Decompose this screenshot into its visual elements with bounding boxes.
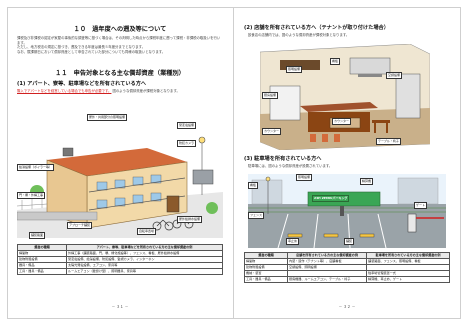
- parking-section-title: (3) 駐車場を所有されている方へ: [244, 156, 322, 162]
- parking-callout-fence: フェンス: [248, 212, 264, 219]
- apartment-note-red: 購入でアパートなどを経営している場合でも申告が必要です。: [17, 89, 112, 93]
- table-row: 構築物外構工事（舗装路面、門、塀、緑化施設等）、フェンス、看板、屋外給排水設備: [17, 249, 223, 257]
- parking-illustration: [248, 174, 446, 248]
- table-cell: 厨房機器、ルームエアコン、テーブル・椅子: [286, 275, 368, 283]
- callout-bicycle-parking: 自転車置場: [137, 228, 157, 235]
- table-cell: ルームエアコン（壁掛け型）、照明器具、家具等: [66, 267, 223, 275]
- intro-line-1: 課税及び非課税の認定が家屋の事後的な調査等に基づく場合は、その判明した時点から課…: [17, 36, 221, 45]
- shop-callout-counter: カウンター: [262, 128, 282, 135]
- intro-line-3: なお、賦課期日において償却資産として申告されていた部分についても同様の取扱いとな…: [17, 49, 166, 54]
- shop-callout-aircon: 空調設備: [386, 72, 403, 79]
- parking-callout-machine: 精算機: [360, 178, 374, 185]
- callout-fence: 門・塀・外構工事: [17, 192, 46, 199]
- page-number-right: － ３２ －: [338, 305, 356, 309]
- parking-callout-lighting: 照明設備: [296, 174, 313, 181]
- callout-paving: 舗装路面: [29, 232, 46, 239]
- right-page: (2) 店舗を所有されている方へ（テナントが取り付けた場合） 飲食店の店舗内では…: [236, 14, 458, 314]
- callout-lighting: 屋外・共用部分の照明設備: [87, 114, 128, 121]
- callout-camera: 防犯カメラ: [177, 140, 197, 147]
- parking-sign-name: ZEMIUパーキング: [321, 195, 348, 200]
- parking-callout-sign: 看板: [248, 182, 259, 189]
- parking-callout-paving: 舗装: [344, 238, 355, 245]
- table-cell: 工具・器具・備品: [17, 267, 67, 275]
- apartment-table: 資産の種類 アパート、寮等、駐車場などを所有されている方の主な償却資産の例 構築…: [17, 244, 223, 275]
- table-row: 工具・器具・備品ルームエアコン（壁掛け型）、照明器具、家具等: [17, 267, 223, 275]
- shop-callout-lighting: 照明設備: [286, 66, 303, 73]
- intro-text: 課税及び非課税の認定が家屋の事後的な調査等に基づく場合は、その判明した時点から課…: [17, 36, 223, 54]
- apartment-subheading: (1) アパート、寮等、駐車場などを所有されている方へ: [17, 81, 147, 87]
- parking-callout-stopper: 車止め: [286, 238, 300, 245]
- callout-approach: アプローチ舗装: [67, 222, 93, 229]
- callout-water: 屋外給排水設備: [177, 216, 203, 223]
- section-11-title: １１ 申告対象となる主な償却資産（業種別）: [55, 70, 185, 77]
- shop-section-title: (2) 店舗を所有されている方へ（テナントが取り付けた場合）: [244, 25, 389, 31]
- callout-water-heater: 給湯設備（ボイラー等）: [17, 164, 55, 171]
- parking-sign: 24H ZEMIUパーキング: [312, 195, 350, 202]
- parking-section-text: 駐車場には、図のような償却資産が設置されています。: [248, 164, 333, 168]
- table-header-examples: アパート、寮等、駐車場などを所有されている方の主な償却資産の例: [66, 244, 223, 251]
- shop-callout-table: テーブル・椅子: [376, 138, 401, 145]
- parking-sign-price: 24H: [314, 195, 321, 200]
- table-cell: 工具・器具・備品: [244, 275, 288, 283]
- page-number-left: － ３１ －: [111, 305, 129, 309]
- shop-section-text: 飲食店の店舗内では、図のような償却資産が課税対象となります。: [248, 33, 350, 37]
- shop-illustration: [260, 44, 430, 150]
- parking-callout-gate: ゲート: [414, 202, 428, 209]
- table-cell: 外構工事（舗装路面、門、塀、緑化施設等）、フェンス、看板、屋外給排水設備: [66, 249, 223, 257]
- table-row: 工具・器具・備品厨房機器、ルームエアコン、テーブル・椅子精算機、車止め、ゲート: [244, 275, 450, 283]
- section-10-title: １０ 過年度への遡及等について: [73, 26, 167, 33]
- table-cell: 精算機、車止め、ゲート: [366, 275, 450, 283]
- callout-substation: 受変電設備: [177, 122, 197, 129]
- shop-sign: カウンター: [332, 118, 352, 125]
- shop-callout-kitchen: 厨房設備: [262, 92, 279, 99]
- left-page: １０ 過年度への遡及等について 課税及び非課税の認定が家屋の事後的な調査等に基づ…: [9, 14, 231, 314]
- intro-line-2: ただし、地方税法の規定に基づき、遡及できる年度は最長５年度分までとなります。: [17, 45, 146, 50]
- shop-parking-table: 資産の種類 店舗を所有されている方の主な償却資産の例 駐車場を所有されている方の…: [244, 252, 450, 283]
- apartment-note: 購入でアパートなどを経営している場合でも申告が必要です。 図のような償却資産が課…: [17, 89, 223, 94]
- shop-callout-sign: 看板: [330, 58, 341, 65]
- apartment-note-body: 図のような償却資産が課税対象となります。: [112, 89, 180, 93]
